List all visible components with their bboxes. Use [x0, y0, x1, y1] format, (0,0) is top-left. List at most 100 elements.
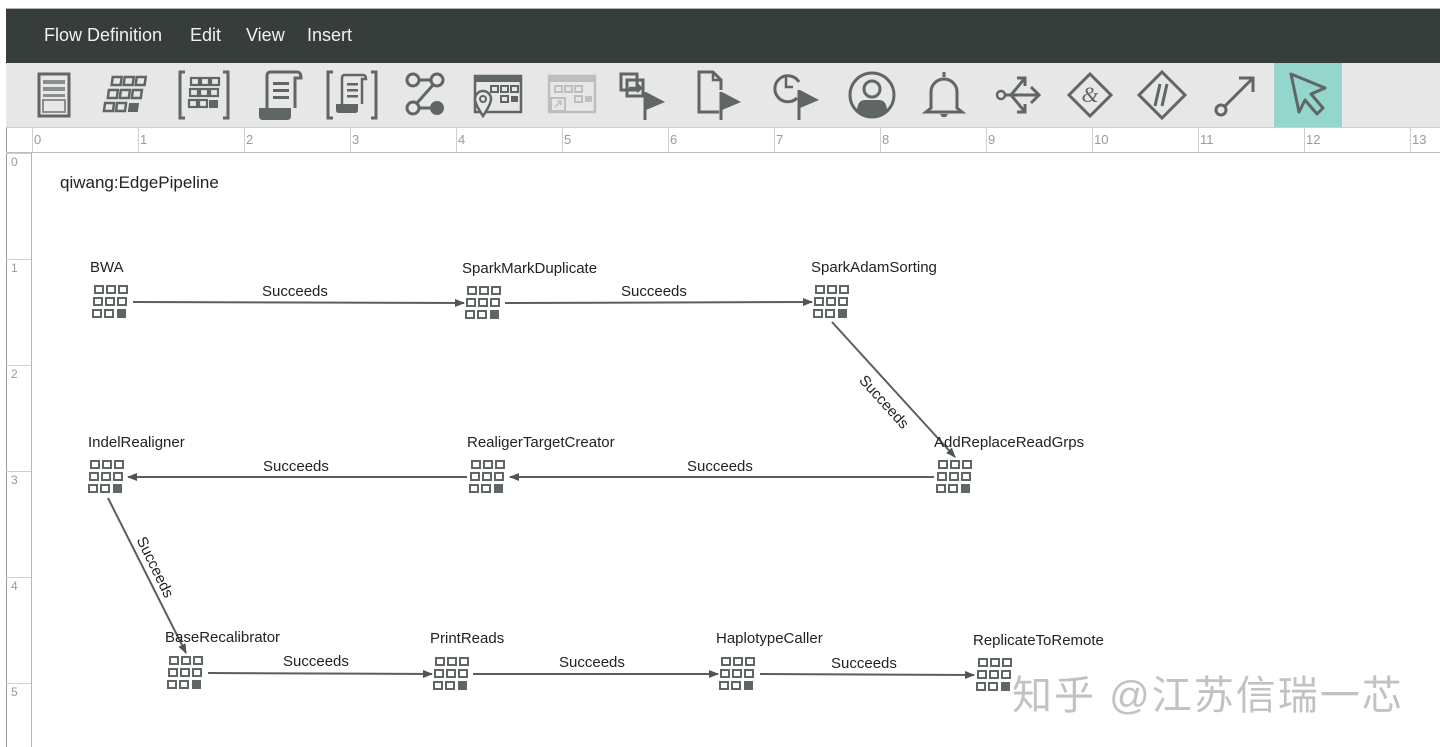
tool-user-task[interactable]	[838, 63, 906, 127]
script-icon	[259, 70, 303, 120]
edge-label[interactable]: Succeeds	[283, 653, 349, 670]
ruler-label: 3	[352, 132, 360, 147]
tool-job[interactable]	[95, 63, 163, 127]
and-diamond-icon: &	[1066, 71, 1114, 119]
job-grid-icon	[88, 460, 124, 493]
node-bwa[interactable]	[92, 284, 132, 324]
ruler-label: 0	[11, 155, 18, 169]
tool-subflow[interactable]	[170, 63, 238, 127]
node-label: BWA	[90, 259, 124, 276]
edge-label[interactable]: Succeeds	[263, 458, 329, 475]
form-icon	[37, 72, 71, 118]
ruler-label: 3	[11, 473, 18, 487]
ruler-label: 10	[1094, 132, 1109, 147]
job-grid-icon	[469, 460, 505, 493]
tool-or-gateway[interactable]	[1128, 63, 1196, 127]
tool-and-gateway[interactable]: &	[1056, 63, 1124, 127]
node-label: SparkMarkDuplicate	[462, 260, 598, 277]
node-label: RealigerTargetCreator	[467, 434, 615, 451]
tool-subflow-script[interactable]	[318, 63, 386, 127]
job-grid-icon	[465, 286, 501, 319]
edge-label[interactable]: Succeeds	[262, 283, 328, 300]
user-icon	[848, 71, 896, 119]
tool-notification[interactable]	[910, 63, 978, 127]
pointer-icon	[1289, 72, 1327, 116]
tool-select-pointer[interactable]	[1274, 63, 1342, 127]
tool-remote[interactable]	[538, 63, 606, 127]
tool-connector[interactable]	[1202, 63, 1270, 127]
node-sparkadamsorting[interactable]	[813, 284, 853, 324]
ruler-label: 12	[1306, 132, 1321, 147]
node-label: BaseRecalibrator	[165, 629, 281, 646]
split-icon	[995, 76, 1042, 114]
node-baserecalibrator[interactable]	[167, 655, 207, 695]
node-label: HaplotypeCaller	[716, 630, 823, 647]
job-grid-icon	[936, 460, 972, 493]
subflow-grid-icon	[178, 70, 230, 120]
flow-title: qiwang:EdgePipeline	[60, 173, 219, 192]
edge-label[interactable]: Succeeds	[831, 655, 897, 672]
toolbar: &	[6, 63, 1440, 127]
tool-form[interactable]	[20, 63, 88, 127]
node-label: PrintReads	[430, 630, 505, 647]
node-haplotypecaller[interactable]	[719, 656, 759, 696]
tool-script[interactable]	[246, 63, 314, 127]
node-realigertargetcreator[interactable]	[469, 459, 509, 499]
node-indelrealigner[interactable]	[88, 459, 128, 499]
ruler-label: 5	[564, 132, 572, 147]
ruler-label: 9	[988, 132, 996, 147]
ruler-label: 11	[1200, 132, 1214, 147]
svg-text:&: &	[1081, 82, 1099, 107]
watermark: 知乎 @江苏信瑞一芯	[1012, 674, 1404, 718]
ruler-label: 2	[11, 367, 18, 381]
tool-workflow-link[interactable]	[392, 63, 460, 127]
edge-label[interactable]: Succeeds	[559, 654, 625, 671]
job-grid-icon	[976, 658, 1012, 691]
ruler-label: 4	[11, 579, 18, 593]
ruler-label: 7	[776, 132, 784, 147]
menu-insert[interactable]: Insert	[307, 25, 353, 45]
node-replicatetoremote[interactable]	[976, 657, 1016, 697]
tool-file-watcher[interactable]	[684, 63, 752, 127]
vertical-ruler: 0 1 2 3 4 5	[6, 153, 32, 747]
subflow-script-icon	[326, 70, 378, 120]
tool-transfer[interactable]	[610, 63, 678, 127]
workflow-link-icon	[405, 72, 445, 116]
ruler-corner	[6, 127, 32, 153]
tool-time-event[interactable]	[762, 63, 830, 127]
menu-flow-definition[interactable]: Flow Definition	[44, 25, 163, 45]
node-printreads[interactable]	[433, 656, 473, 696]
horizontal-ruler: 0 1 2 3 4 5 6 7 8 9 10 11 12 13	[32, 127, 1440, 153]
file-flag-icon	[697, 70, 741, 120]
job-grid-icon	[167, 656, 203, 689]
remote-grid-icon	[547, 74, 597, 114]
ruler-label: 5	[11, 685, 18, 699]
connector-arrow-icon	[1214, 76, 1255, 117]
or-diamond-icon	[1136, 69, 1188, 121]
time-flag-icon	[773, 74, 819, 120]
bell-icon	[921, 72, 967, 117]
edge-label[interactable]: Succeeds	[687, 458, 753, 475]
ruler-label: 8	[882, 132, 890, 147]
ruler-label: 1	[140, 132, 148, 147]
transfer-flag-icon	[619, 72, 665, 120]
menu-bar: Flow Definition Edit View Insert	[6, 9, 1440, 63]
menu-edit[interactable]: Edit	[190, 25, 222, 45]
job-grid-icon	[813, 285, 849, 318]
menu-view[interactable]: View	[246, 25, 285, 45]
location-grid-icon	[473, 74, 523, 119]
job-grid-icon	[433, 657, 469, 690]
window-frame	[6, 8, 1440, 747]
ruler-label: 6	[670, 132, 678, 147]
job-grid-icon	[719, 657, 755, 690]
job-grid-icon	[102, 75, 148, 113]
tool-split[interactable]	[984, 63, 1052, 127]
node-label: ReplicateToRemote	[973, 632, 1104, 649]
node-addreplacereadgrps[interactable]	[936, 459, 976, 499]
tool-location[interactable]	[464, 63, 532, 127]
node-label: SparkAdamSorting	[811, 259, 937, 276]
node-label: AddReplaceReadGrps	[934, 434, 1085, 451]
node-label: IndelRealigner	[88, 434, 185, 451]
edge-label[interactable]: Succeeds	[621, 283, 687, 300]
node-sparkmarkduplicate[interactable]	[465, 285, 505, 325]
